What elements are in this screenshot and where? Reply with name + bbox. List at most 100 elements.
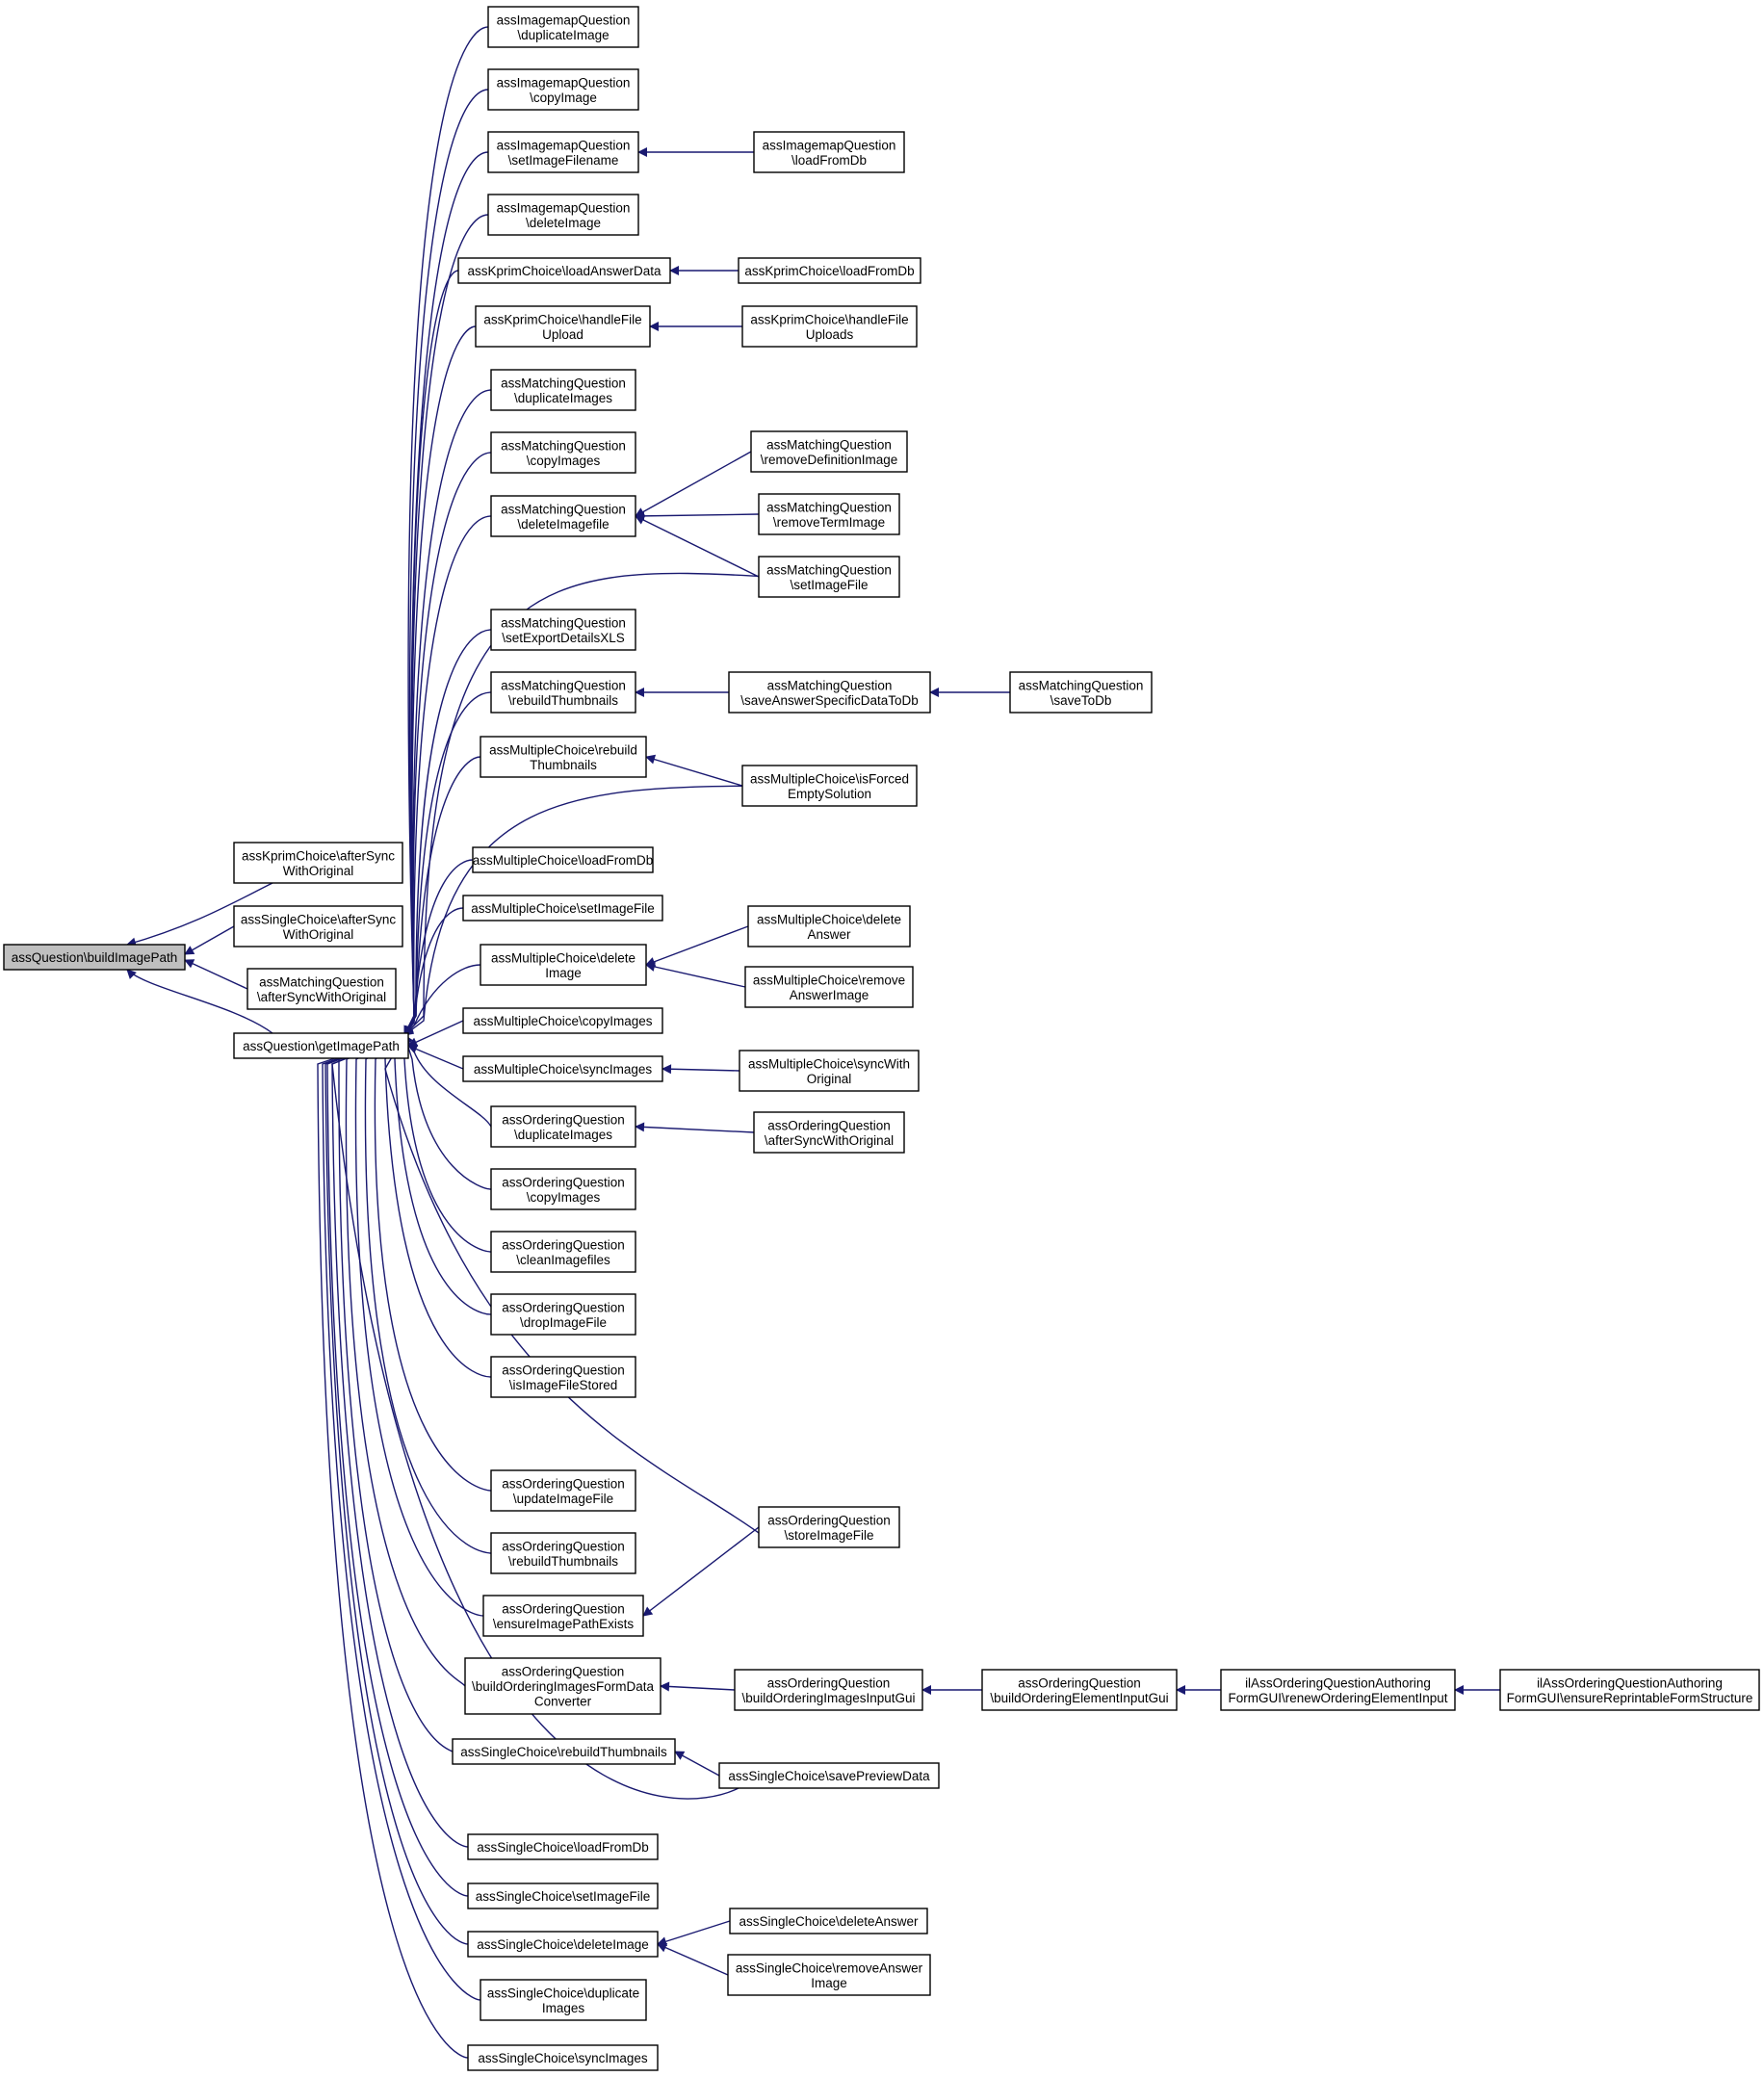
node-box — [729, 1908, 928, 1934]
function-node[interactable]: assSingleChoice\afterSyncWithOriginal — [233, 905, 403, 948]
node-box — [487, 68, 639, 111]
function-node[interactable]: assOrderingQuestion\copyImages — [490, 1168, 636, 1210]
function-node[interactable]: assSingleChoice\syncImages — [467, 2044, 659, 2071]
function-node[interactable]: assOrderingQuestion\updateImageFile — [490, 1469, 636, 1512]
edge-n46-to-n19 — [645, 925, 749, 967]
function-node[interactable]: ilAssOrderingQuestionAuthoringFormGUI\en… — [1499, 1669, 1760, 1711]
function-node[interactable]: assImagemapQuestion\loadFromDb — [753, 131, 905, 173]
function-node[interactable]: assMatchingQuestion\rebuildThumbnails — [490, 671, 636, 714]
function-node[interactable]: assQuestion\getImagePath — [233, 1032, 409, 1059]
node-label: assOrderingQuestion — [502, 1363, 625, 1377]
node-label: assKprimChoice\loadFromDb — [744, 264, 914, 278]
node-label: assMultipleChoice\copyImages — [473, 1014, 652, 1028]
function-node[interactable]: assMatchingQuestion\copyImages — [490, 431, 636, 474]
node-label: \deleteImage — [526, 216, 601, 230]
function-node[interactable]: assMatchingQuestion\removeDefinitionImag… — [750, 430, 908, 473]
node-label: assQuestion\buildImagePath — [12, 950, 178, 965]
function-node[interactable]: assSingleChoice\savePreviewData — [718, 1762, 940, 1789]
edge-path — [126, 882, 273, 948]
function-node[interactable]: assMatchingQuestion\removeTermImage — [758, 493, 900, 535]
function-node[interactable]: assOrderingQuestion\afterSyncWithOrigina… — [753, 1111, 905, 1154]
function-node[interactable]: assSingleChoice\deleteImage — [467, 1931, 659, 1958]
function-node[interactable]: assMultipleChoice\syncImages — [462, 1055, 663, 1082]
edge-n45-to-n16 — [645, 754, 743, 787]
node-label: assMatchingQuestion — [501, 615, 626, 630]
function-node[interactable]: assOrderingQuestion\rebuildThumbnails — [490, 1532, 636, 1574]
function-node[interactable]: assKprimChoice\loadFromDb — [738, 257, 921, 284]
function-node[interactable]: assOrderingQuestion\buildOrderingImagesF… — [464, 1657, 662, 1715]
node-box — [246, 968, 397, 1010]
node-box — [467, 1882, 659, 1909]
function-node[interactable]: assImagemapQuestion\deleteImage — [487, 194, 639, 236]
edge-n57-to-n34 — [657, 1943, 729, 1976]
edge-path — [364, 1034, 492, 1554]
function-node[interactable]: assMatchingQuestion\saveToDb — [1009, 671, 1153, 714]
node-label: assMultipleChoice\isForced — [750, 771, 909, 786]
function-node[interactable]: assImagemapQuestion\duplicateImage — [487, 6, 639, 48]
function-node[interactable]: assOrderingQuestion\ensureImagePathExist… — [482, 1595, 644, 1637]
function-node[interactable]: assOrderingQuestion\buildOrderingElement… — [981, 1669, 1178, 1711]
function-node[interactable]: assMultipleChoice\loadFromDb — [472, 846, 654, 873]
function-node[interactable]: assMatchingQuestion\saveAnswerSpecificDa… — [728, 671, 931, 714]
function-node[interactable]: assSingleChoice\loadFromDb — [467, 1833, 659, 1860]
node-box — [462, 895, 663, 922]
node-label: \buildOrderingImagesInputGui — [741, 1691, 915, 1705]
node-label: Image — [545, 966, 582, 980]
edge-n15-to-n4 — [403, 691, 492, 1036]
edge-path — [403, 389, 492, 1036]
node-box — [758, 1506, 900, 1548]
edge-n50-to-n4 — [384, 1034, 779, 1548]
node-label: \duplicateImages — [514, 1128, 612, 1142]
function-node[interactable]: assOrderingQuestion\duplicateImages — [490, 1105, 636, 1148]
function-node[interactable]: assSingleChoice\deleteAnswer — [729, 1908, 928, 1934]
edge-path — [657, 1943, 729, 1976]
function-node[interactable]: assMatchingQuestion\setImageFile — [758, 556, 900, 598]
function-node[interactable]: assSingleChoice\rebuildThumbnails — [452, 1738, 676, 1765]
function-node[interactable]: assImagemapQuestion\setImageFilename — [487, 131, 639, 173]
node-label: assOrderingQuestion — [1018, 1675, 1141, 1690]
function-node[interactable]: assMultipleChoice\rebuildThumbnails — [480, 736, 647, 778]
function-node[interactable]: assSingleChoice\duplicateImages — [480, 1979, 647, 2021]
function-node[interactable]: assImagemapQuestion\copyImage — [487, 68, 639, 111]
node-box — [490, 1356, 636, 1398]
edge-path — [407, 1020, 464, 1047]
function-node[interactable]: ilAssOrderingQuestionAuthoringFormGUI\re… — [1220, 1669, 1456, 1711]
function-node[interactable]: assMatchingQuestion\setExportDetailsXLS — [490, 609, 636, 651]
function-node[interactable]: assMultipleChoice\copyImages — [462, 1007, 663, 1034]
edge-n55-to-n31 — [674, 1751, 720, 1777]
function-node[interactable]: assOrderingQuestion\buildOrderingImagesI… — [734, 1669, 923, 1711]
function-node[interactable]: assOrderingQuestion\dropImageFile — [490, 1293, 636, 1336]
node-label: WithOriginal — [283, 864, 354, 878]
function-node[interactable]: assOrderingQuestion\isImageFileStored — [490, 1356, 636, 1398]
function-node[interactable]: assKprimChoice\afterSyncWithOriginal — [233, 842, 403, 884]
edge-n20-to-n4 — [407, 1020, 464, 1047]
edge-n31-to-n4 — [338, 1033, 454, 1752]
function-node[interactable]: assSingleChoice\setImageFile — [467, 1882, 659, 1909]
node-label: FormGUI\renewOrderingElementInput — [1228, 1691, 1447, 1705]
function-node[interactable]: assOrderingQuestion\storeImageFile — [758, 1506, 900, 1548]
node-label: assSingleChoice\rebuildThumbnails — [460, 1745, 667, 1759]
function-node[interactable]: assMatchingQuestion\deleteImagefile — [490, 495, 636, 537]
node-box — [727, 1954, 931, 1996]
function-node[interactable]: assMatchingQuestion\afterSyncWithOrigina… — [246, 968, 397, 1010]
function-node[interactable]: assMatchingQuestion\duplicateImages — [490, 369, 636, 411]
node-label: assImagemapQuestion — [497, 13, 631, 27]
function-node[interactable]: assMultipleChoice\deleteImage — [480, 944, 647, 986]
edge-n29-to-n4 — [354, 1034, 484, 1617]
function-node[interactable]: assKprimChoice\loadAnswerData — [457, 257, 671, 284]
edge-path — [324, 1033, 469, 1945]
function-node[interactable]: assMultipleChoice\deleteAnswer — [747, 905, 911, 948]
function-node[interactable]: assOrderingQuestion\cleanImagefiles — [490, 1231, 636, 1273]
node-label: Uploads — [806, 327, 854, 342]
function-node[interactable]: assMultipleChoice\setImageFile — [462, 895, 663, 922]
edge-path — [126, 969, 273, 1034]
node-box — [758, 556, 900, 598]
function-node[interactable]: assQuestion\buildImagePath — [3, 944, 186, 971]
